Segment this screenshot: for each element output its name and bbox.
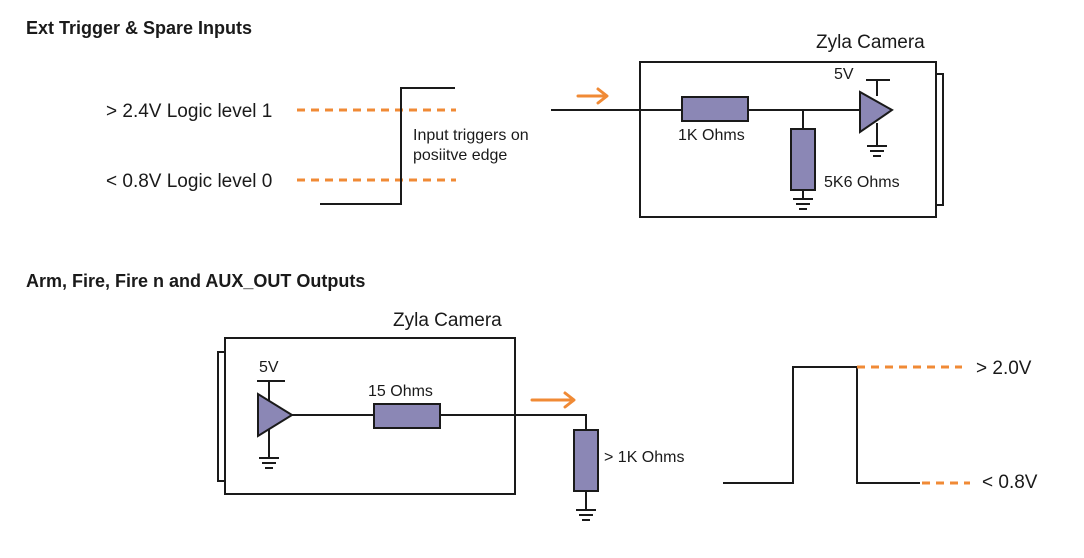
input-buffer-ground-icon bbox=[867, 145, 887, 157]
output-driver-ground-icon bbox=[259, 457, 279, 469]
output-level-high-label: > 2.0V bbox=[976, 358, 1032, 379]
output-load-resistor bbox=[573, 429, 599, 492]
input-supply-label: 5V bbox=[834, 66, 854, 83]
input-series-resistor bbox=[681, 96, 749, 122]
input-camera-box-edge bbox=[936, 73, 944, 206]
logic-low-label: < 0.8V Logic level 0 bbox=[106, 171, 272, 192]
output-camera-box-edge bbox=[217, 351, 225, 482]
output-series-resistor bbox=[373, 403, 441, 429]
output-direction-arrow bbox=[530, 391, 576, 409]
logic-high-label: > 2.4V Logic level 1 bbox=[106, 101, 272, 122]
output-load-ground-icon bbox=[576, 509, 596, 521]
output-pulse-waveform bbox=[723, 366, 920, 484]
input-pulldown-resistor-label: 5K6 Ohms bbox=[824, 174, 900, 191]
output-supply-label: 5V bbox=[259, 359, 279, 376]
output-load-resistor-label: > 1K Ohms bbox=[604, 449, 684, 466]
input-camera-box bbox=[639, 61, 937, 218]
input-buffer-icon bbox=[859, 90, 894, 134]
input-step-waveform bbox=[320, 87, 455, 205]
output-section-heading: Arm, Fire, Fire n and AUX_OUT Outputs bbox=[26, 271, 365, 291]
edge-note-line1: Input triggers on bbox=[413, 127, 529, 144]
input-pulldown-ground-icon bbox=[793, 198, 813, 210]
output-series-resistor-label: 15 Ohms bbox=[368, 383, 433, 400]
output-camera-title: Zyla Camera bbox=[393, 310, 502, 331]
input-pulldown-resistor bbox=[790, 128, 816, 191]
input-camera-title: Zyla Camera bbox=[816, 32, 925, 53]
input-direction-arrow bbox=[576, 87, 609, 105]
output-wire-right bbox=[440, 414, 587, 430]
output-driver-icon bbox=[257, 392, 294, 438]
input-series-resistor-label: 1K Ohms bbox=[678, 127, 745, 144]
edge-note-line2: posiitve edge bbox=[413, 147, 507, 164]
output-level-low-label: < 0.8V bbox=[982, 472, 1038, 493]
input-section-heading: Ext Trigger & Spare Inputs bbox=[26, 18, 252, 38]
